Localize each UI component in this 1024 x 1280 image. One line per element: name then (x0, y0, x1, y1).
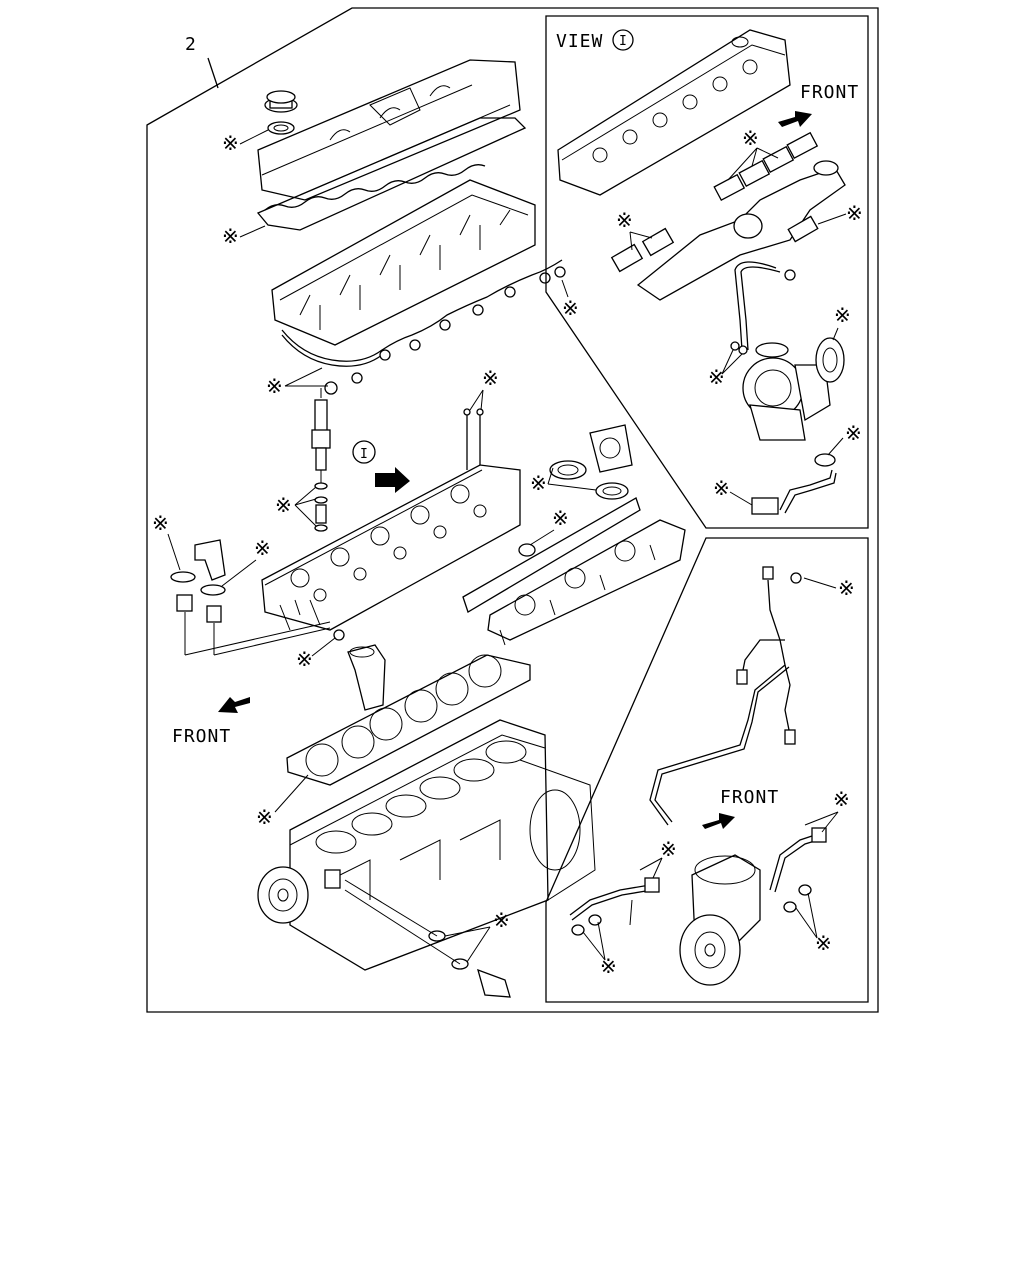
filler-cap-seal (267, 121, 295, 135)
asterisk-marker: ※ (838, 576, 855, 600)
asterisk-marker: ※ (845, 421, 862, 445)
head-gasket (286, 654, 531, 786)
asterisk-marker: ※ (552, 506, 569, 530)
asterisk-marker: ※ (616, 208, 633, 232)
fuel-injector (311, 388, 331, 532)
inset-compressor (545, 537, 869, 1003)
inset-view-front-arrow-icon (778, 111, 812, 127)
asterisk-marker: ※ (708, 365, 725, 389)
injector-harness (281, 259, 566, 395)
inset-view-title: VIEW (556, 31, 603, 52)
view-arrow-icon (375, 467, 410, 493)
block-sensor (324, 869, 341, 889)
main-frame (146, 7, 879, 1013)
asterisk-marker: ※ (254, 536, 271, 560)
turbo-drain (751, 453, 837, 515)
asterisk-marker: ※ (493, 908, 510, 932)
plug-seal (518, 543, 536, 557)
compressor-pipes (569, 827, 827, 936)
block-o-rings (344, 879, 511, 998)
exhaust-manifold-gaskets (713, 131, 819, 202)
main-front-label: FRONT (172, 726, 231, 747)
inset-compressor-front-arrow-icon (702, 813, 735, 829)
turbo-gasket (815, 337, 845, 383)
inset-compressor-front-label: FRONT (720, 787, 779, 808)
asterisk-markers-main: ※ ※ ※ ※ ※ ※ ※ ※ ※ ※ ※ ※ ※ (152, 129, 597, 963)
egr-gaskets (549, 460, 629, 500)
asterisk-marker: ※ (296, 647, 313, 671)
inset-view-front-label: FRONT (800, 82, 859, 103)
front-arrow-icon (218, 697, 250, 713)
view-marker-main (352, 440, 376, 464)
rocker-cover-gasket (256, 117, 527, 231)
intake-gasket-strip (462, 497, 641, 613)
turbocharger (742, 342, 831, 441)
asterisk-marker: ※ (152, 511, 169, 535)
asterisk-marker: ※ (256, 805, 273, 829)
compressor-pipe-long (649, 566, 796, 826)
asterisk-marker: ※ (834, 303, 851, 327)
asterisk-markers-inset-view: ※ ※ ※ ※ ※ ※ ※ (616, 126, 863, 506)
asterisk-marker: ※ (660, 837, 677, 861)
oil-filler-cap (264, 90, 298, 113)
asterisk-marker: ※ (713, 476, 730, 500)
turbo-oil-line (730, 261, 796, 355)
inset-view-marker-circle (612, 29, 634, 51)
thermostat-housing (170, 539, 331, 656)
asterisk-markers-inset-compressor: ※ ※ ※ ※ ※ (582, 576, 855, 978)
asterisk-marker: ※ (846, 201, 863, 225)
asterisk-marker: ※ (222, 131, 239, 155)
inset-view-turbo (545, 15, 869, 529)
cam-carrier (271, 179, 536, 346)
asterisk-marker: ※ (222, 224, 239, 248)
asterisk-marker: ※ (833, 787, 850, 811)
asterisk-marker: ※ (266, 374, 283, 398)
view-marker-main-label: I (360, 447, 368, 462)
cylinder-head (261, 464, 521, 641)
asterisk-marker: ※ (742, 126, 759, 150)
manifold-gaskets-small (610, 215, 819, 273)
asterisk-marker: ※ (275, 493, 292, 517)
intake-manifold (487, 519, 686, 646)
asterisk-marker: ※ (600, 954, 617, 978)
water-outlet-pipe (347, 644, 386, 711)
exhaust-manifold (636, 160, 846, 301)
egr-valve (589, 424, 633, 473)
cylinder-block (289, 719, 596, 971)
compressor-nut (790, 572, 802, 584)
inset-cylinder-head (557, 29, 791, 196)
asterisk-marker: ※ (530, 471, 547, 495)
rocker-cover (257, 59, 521, 201)
crank-pulley (257, 866, 309, 924)
asterisk-marker: ※ (482, 366, 499, 390)
asterisk-marker: ※ (815, 931, 832, 955)
item-number-label: 2 (185, 34, 197, 55)
asterisk-marker: ※ (562, 296, 579, 320)
inset-view-marker-label: I (619, 34, 627, 49)
air-compressor (679, 854, 761, 986)
